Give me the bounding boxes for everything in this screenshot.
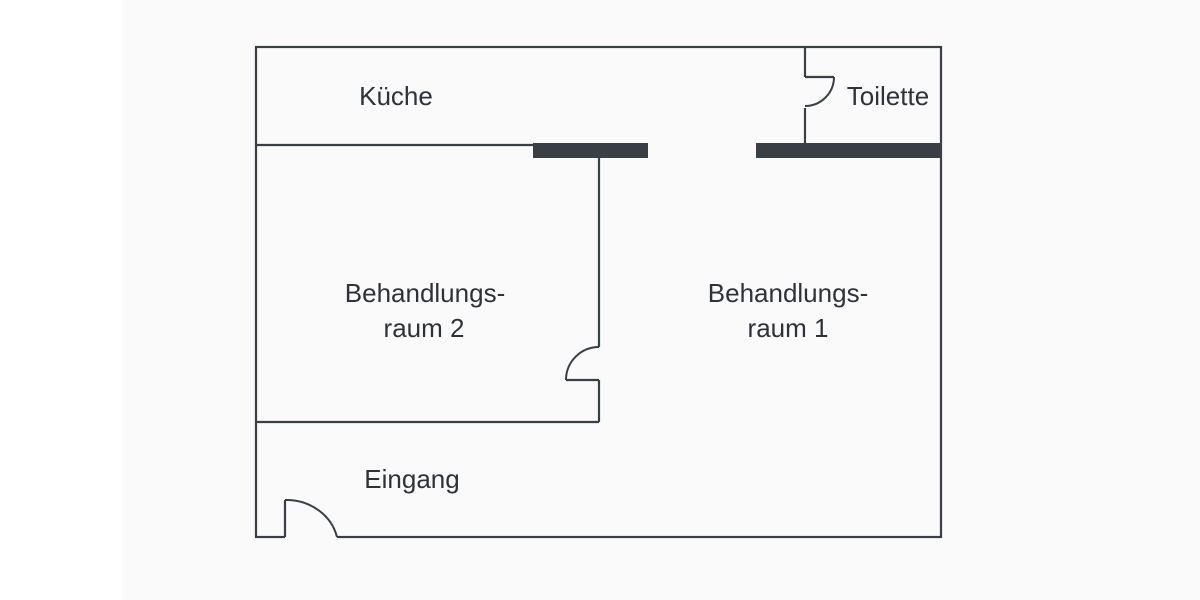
room-label-behandlungsraum-2-line1: Behandlungs- [345,278,505,308]
room-label-kueche: Küche [359,81,433,111]
room-label-eingang: Eingang [364,464,459,494]
room-label-behandlungsraum-1-line2: raum 1 [748,313,829,343]
wall-segment-left [533,143,648,158]
outer-wall [254,45,943,539]
paper-background [122,0,1200,600]
toilet-door-arc [804,76,835,107]
entrance-door-arc [284,498,338,538]
wall-segment-right [756,143,941,158]
room-label-toilette: Toilette [847,81,929,111]
room2-door-arc [565,346,600,381]
room-label-behandlungsraum-1-line1: Behandlungs- [708,278,868,308]
room-label-behandlungsraum-2-line2: raum 2 [384,313,465,343]
